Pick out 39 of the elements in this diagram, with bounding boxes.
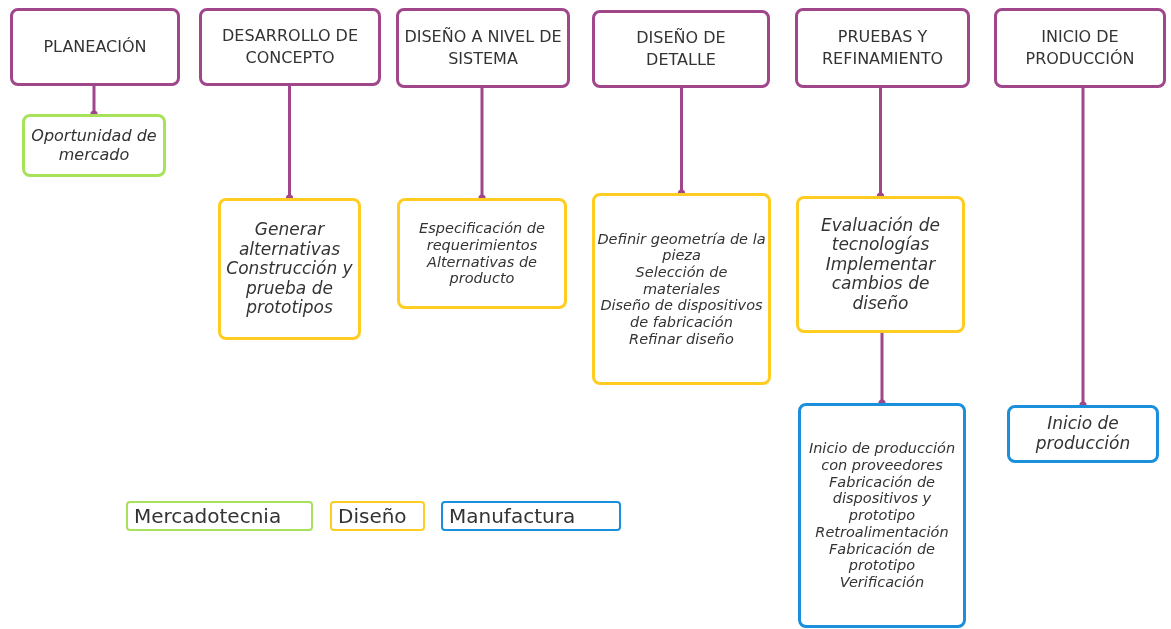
activity-text: Implementar cambios de diseño: [824, 254, 937, 314]
activity-text: Fabricación de dispositivos y prototipo: [827, 473, 937, 524]
activity-box: [22, 114, 166, 177]
stage-title: DESARROLLO DE CONCEPTO: [221, 25, 359, 69]
activity-text: Generar alternativas: [237, 220, 342, 259]
stage-title: INICIO DE PRODUCCIÓN: [1024, 26, 1136, 70]
activity-box: [218, 198, 361, 340]
activity-text: Inicio de producción: [1034, 414, 1132, 454]
activity-text: Retroalimentación: [815, 523, 949, 541]
stage-box: [10, 8, 180, 86]
activity-text: Fabricación de prototipo: [827, 540, 937, 574]
activity-text: Especificación de requerimientos: [418, 220, 546, 254]
activity-text: Inicio de producción con proveedores: [807, 440, 957, 474]
stage-box: [396, 8, 570, 88]
stage-box: [199, 8, 381, 86]
legend-item: Diseño: [330, 501, 425, 531]
activity-text: Definir geometría de la pieza: [597, 230, 766, 264]
legend-item: Mercadotecnia: [126, 501, 313, 531]
activity-text: Evaluación de tecnologías: [819, 215, 941, 255]
activity-box: [592, 193, 771, 385]
activity-text: Selección de materiales: [634, 264, 729, 298]
activity-text: Alternativas de producto: [425, 253, 539, 287]
activity-text: Oportunidad de mercado: [30, 127, 158, 164]
stage-box: [994, 8, 1166, 88]
activity-box: [397, 198, 567, 309]
activity-text: Refinar diseño: [629, 330, 734, 348]
legend-item: Manufactura: [441, 501, 621, 531]
stage-title: DISEÑO DE DETALLE: [635, 27, 727, 71]
activity-text: Diseño de dispositivos de fabricación: [599, 297, 764, 331]
stage-title: PLANEACIÓN: [43, 36, 147, 58]
stage-title: PRUEBAS Y REFINAMIENTO: [821, 26, 944, 70]
activity-box: [796, 196, 965, 333]
activity-text: Verificación: [839, 573, 925, 591]
activity-box: [1007, 405, 1159, 463]
activity-text: Construcción y prueba de prototipos: [225, 259, 354, 318]
stage-box: [795, 8, 970, 88]
activity-box: [798, 403, 966, 628]
stage-box: [592, 10, 770, 88]
stage-title: DISEÑO A NIVEL DE SISTEMA: [403, 26, 563, 70]
